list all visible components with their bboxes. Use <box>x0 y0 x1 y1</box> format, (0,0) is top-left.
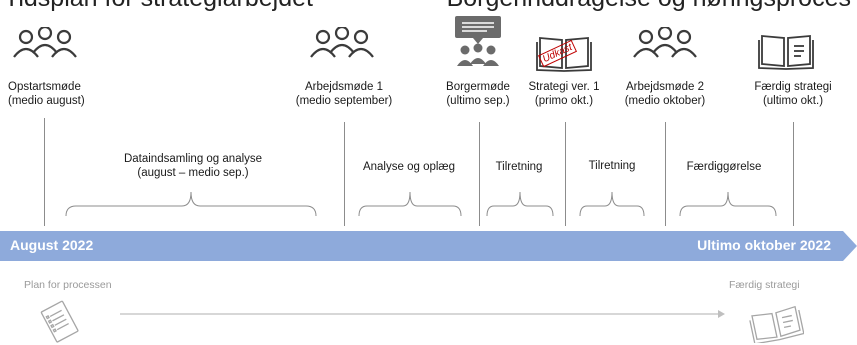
milestone-5-label: Arbejdsmøde 2(medio oktober) <box>624 81 706 107</box>
phase-1-brace <box>65 191 317 217</box>
footer-right-label: Færdig strategi <box>729 279 800 291</box>
milestone-line <box>793 122 794 226</box>
milestone-4-label: Strategi ver. 1(primo okt.) <box>528 81 600 107</box>
people-group-icon <box>13 27 77 58</box>
title-left: Tidsplan for strategiarbejdet <box>4 0 313 13</box>
people-group-icon <box>310 27 374 58</box>
footer-left-label: Plan for processen <box>24 279 112 291</box>
milestone-6-label: Færdig strategi(ultimo okt.) <box>754 81 832 107</box>
phase-3-label: Tilretning <box>495 161 543 173</box>
process-arrow <box>120 310 725 318</box>
milestone-line <box>665 122 666 226</box>
milestone-3-label: Borgermøde(ultimo sep.) <box>446 81 510 107</box>
phase-4-label: Tilretning <box>588 160 636 172</box>
timeline-start-label: August 2022 <box>10 237 94 253</box>
timeline-bar <box>0 231 857 261</box>
phase-3-brace <box>486 191 554 217</box>
plan-document-icon <box>40 300 79 343</box>
title-right: Borgerinddragelse og høringsproces <box>447 0 851 13</box>
phase-2-label: Analyse og oplæg <box>362 161 456 173</box>
draft-book-icon <box>536 37 592 72</box>
citizen-meeting-icon <box>455 16 501 66</box>
timeline-end-label: Ultimo oktober 2022 <box>697 237 831 253</box>
phase-5-brace <box>679 191 777 217</box>
phase-5-label: Færdiggørelse <box>686 161 762 173</box>
phase-2-brace <box>358 191 462 217</box>
book-icon <box>758 35 814 70</box>
milestone-line <box>479 122 480 226</box>
milestone-line <box>344 122 345 226</box>
phase-1-label: Dataindsamling og analyse(august – medio… <box>123 153 263 179</box>
milestone-line <box>44 118 45 226</box>
milestone-line <box>565 122 566 226</box>
book-icon <box>749 305 804 343</box>
phase-4-brace <box>579 191 645 217</box>
milestone-1-label: Opstartsmøde(medio august) <box>8 81 85 107</box>
people-group-icon <box>633 27 697 58</box>
header-strip: Tidsplan for strategiarbejdet Borgerindd… <box>0 0 857 14</box>
milestone-2-label: Arbejdsmøde 1(medio september) <box>295 81 393 107</box>
